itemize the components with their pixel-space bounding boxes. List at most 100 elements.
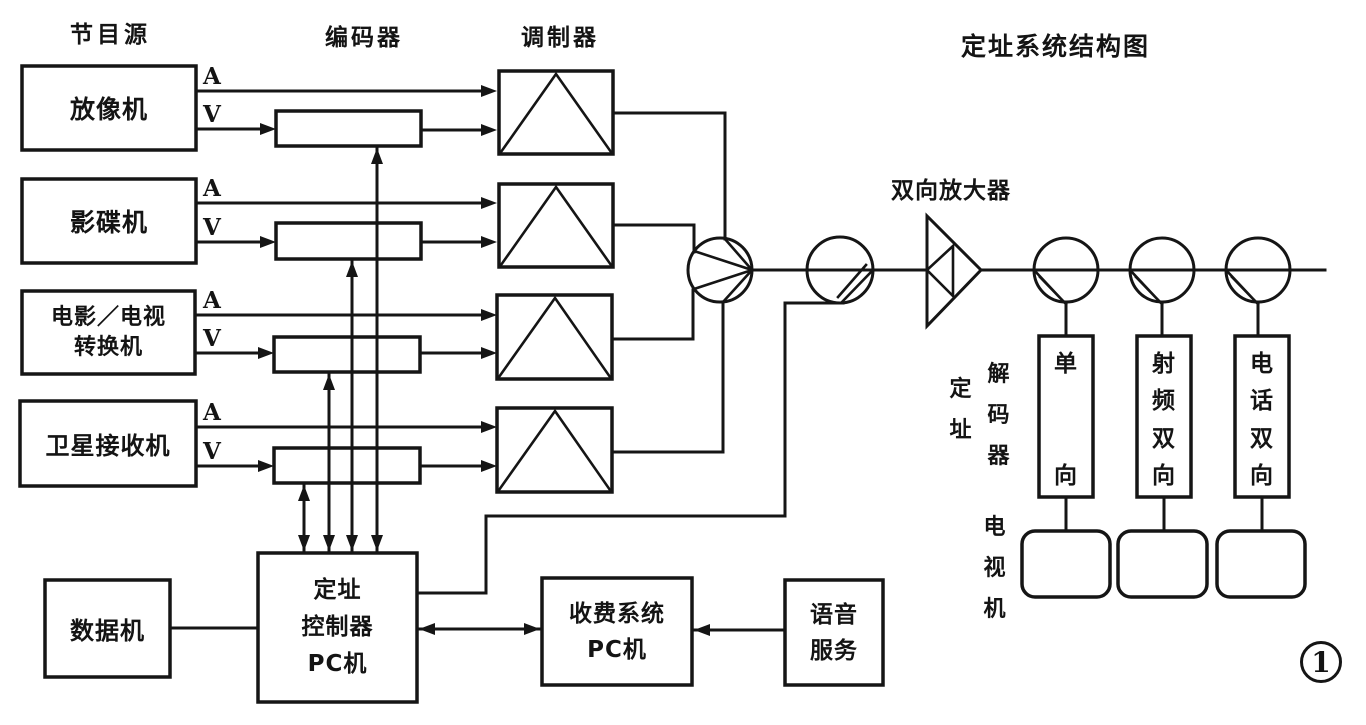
encoder-box-4 (272, 446, 422, 485)
mod2-output-line (611, 223, 696, 254)
encoder-box-3 (272, 335, 422, 374)
source-box-satellite-receiver (18, 399, 198, 488)
decoder-group-label: 解 码 器 (984, 356, 1014, 470)
decoder-char: 单 (1054, 351, 1078, 377)
arrow-right-icon (258, 347, 274, 359)
modulator-box-2 (497, 182, 615, 269)
arrow-right-icon (481, 197, 497, 209)
v-port-label-3: V (203, 325, 221, 352)
source-label-film-tv-converter: 电影／电视 转换机 (24, 293, 193, 372)
modulator-output-lines (610, 111, 727, 454)
tv-box-1 (1020, 529, 1112, 599)
decoder-char: 双 (1152, 425, 1176, 452)
av-lines-row-2 (194, 201, 485, 244)
splitter-symbol (415, 235, 875, 595)
modulator-box-1 (497, 69, 615, 156)
decoder-char: 频 (1152, 388, 1176, 415)
arrow-left-icon (694, 624, 710, 636)
mod3-output-line (610, 288, 695, 341)
arrow-right-icon (258, 460, 274, 472)
encoder-boxes (272, 109, 423, 485)
source-label-videodisc: 影碟机 (24, 181, 194, 261)
decoder-char: 话 (1250, 388, 1274, 415)
source-label-vcr: 放像机 (24, 68, 194, 148)
arrow-right-icon (481, 236, 497, 248)
decoder-char: 向 (1250, 462, 1274, 489)
decoder-label-oneway: 单 向 (1040, 344, 1092, 490)
source-label-text: 转换机 (73, 334, 143, 360)
decoder-group-char: 解 (987, 362, 1011, 387)
combiner-fan-lines (692, 237, 754, 304)
decoder-label-phone-twoway: 电 话 双 向 (1236, 344, 1288, 490)
header-encoders: 编码器 (325, 25, 403, 51)
data-modem-text: 数据机 (70, 617, 145, 645)
decoder-char: 向 (1054, 463, 1078, 489)
billing-system-label: 收费系统 PC机 (544, 585, 690, 678)
encoder-box-1 (274, 109, 423, 148)
source-label-text: 放像机 (69, 95, 148, 124)
billing-line: 收费系统 (569, 600, 665, 627)
modulator-triangle-icon (497, 295, 612, 379)
decoder-char: 电 (1250, 351, 1274, 377)
source-label-text: 影碟机 (69, 208, 148, 237)
tv-box-2 (1116, 529, 1209, 599)
tv-group-char: 视 (983, 556, 1007, 581)
arrow-down-icon (346, 535, 358, 551)
splitter-tap-diagonal (836, 263, 875, 304)
tv-group-char: 电 (983, 515, 1007, 540)
arrow-left-icon (419, 623, 435, 635)
decoder-to-tv-lines (1064, 495, 1264, 533)
arrow-right-icon (260, 123, 276, 135)
billing-system-pc-box (540, 576, 694, 687)
modulator-box-4 (495, 406, 614, 494)
arrowheads (258, 85, 710, 636)
amplifier-reverse-triangle-icon (925, 243, 955, 300)
tap-3-diagonal (1224, 268, 1260, 306)
arrow-right-icon (524, 623, 540, 635)
av-lines-row-4 (194, 425, 485, 468)
subscriber-taps (1032, 236, 1292, 338)
bottom-boxes (43, 551, 885, 704)
decoder-group-char: 码 (987, 403, 1011, 428)
source-box-vcr (20, 64, 198, 152)
arrow-right-icon (481, 347, 497, 359)
billing-line: PC机 (587, 636, 647, 663)
arrow-down-icon (323, 535, 335, 551)
arrow-down-icon (298, 535, 310, 551)
arrow-right-icon (481, 460, 497, 472)
modulator-triangle-icon (499, 184, 613, 267)
addressing-controller-label: 定址 控制器 PC机 (260, 560, 415, 695)
tap-2-diagonal (1128, 268, 1164, 306)
mod1-output-line (611, 111, 727, 241)
page-title: 定址系统结构图 (961, 32, 1151, 61)
v-port-label-1: V (203, 101, 221, 128)
source-box-film-tv-converter (20, 289, 197, 376)
addressing-label: 定 址 (946, 371, 976, 444)
amplifier-label: 双向放大器 (891, 178, 1011, 204)
addressing-controller-pc-box (256, 551, 419, 704)
arrow-right-icon (481, 85, 497, 97)
voice-line: 语音 (810, 601, 858, 628)
combiner-circle-icon (686, 236, 754, 304)
modulator-triangle-icon (499, 71, 613, 154)
source-av-lines (193, 89, 485, 468)
arrow-right-icon (481, 309, 497, 321)
tap-1-diagonal (1032, 268, 1068, 306)
data-modem-label: 数据机 (47, 582, 168, 675)
decoder-char: 射 (1152, 351, 1176, 377)
splitter-to-controller-line (415, 301, 845, 595)
tv-box-3 (1215, 529, 1307, 599)
header-modulators: 调制器 (521, 25, 599, 51)
controller-line: PC机 (307, 651, 368, 677)
figure-number-badge: 1 (1300, 641, 1342, 683)
arrow-up-icon (323, 374, 335, 390)
bidirectional-amplifier-symbol (925, 212, 984, 330)
source-label-text: 卫星接收机 (45, 432, 171, 460)
voice-line: 服务 (810, 637, 858, 664)
decoder-group-char: 器 (987, 444, 1011, 469)
controller-line: 控制器 (301, 614, 374, 640)
source-boxes (18, 64, 198, 488)
tv-group-char: 机 (983, 597, 1007, 622)
arrow-down-icon (371, 535, 383, 551)
